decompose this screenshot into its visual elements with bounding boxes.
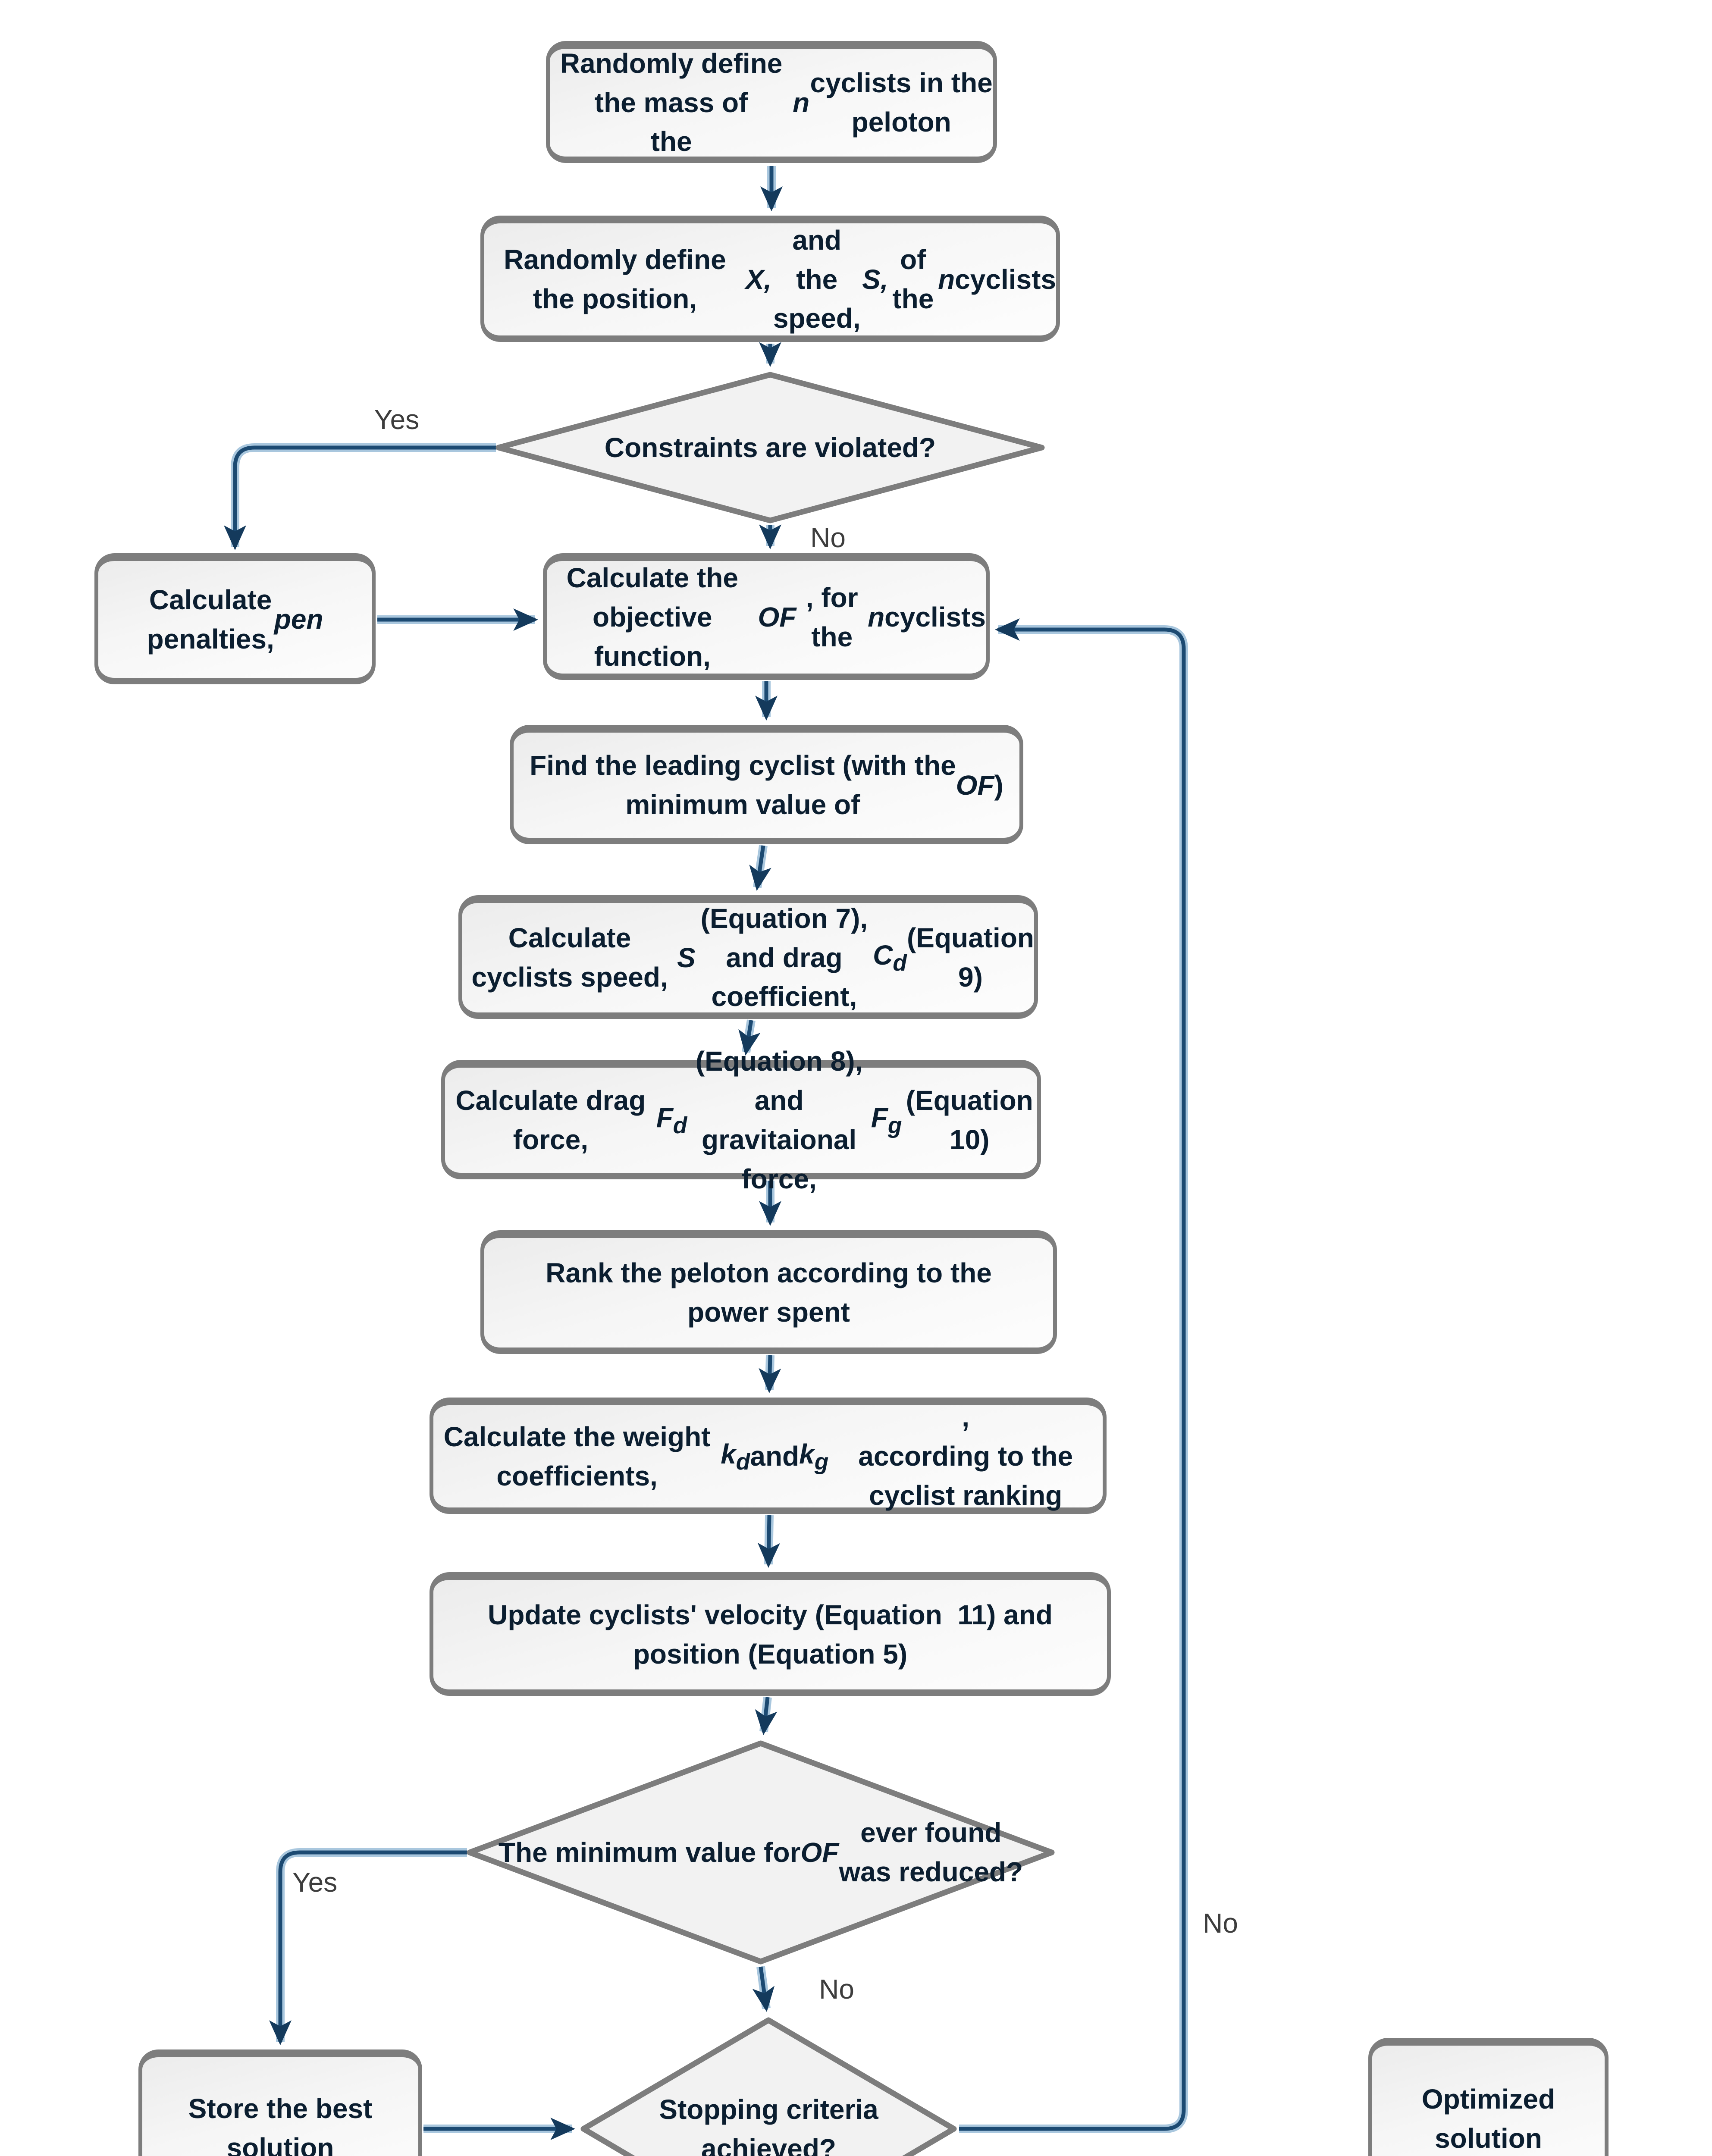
node-calculate-weight-coefficients: Calculate the weight coefficients, kd an… (430, 1398, 1107, 1514)
edge-minvalue-no-to-stopping (761, 1967, 766, 2009)
edge-rank-to-weights (769, 1355, 770, 1390)
decision-constraints-violated-label: Constraints are violated? (604, 432, 936, 463)
label-constraints-yes: Yes (374, 404, 420, 435)
edge-leading-to-speed (757, 846, 763, 887)
edge-weights-to-update (768, 1515, 769, 1564)
label-minvalue-no: No (819, 1974, 854, 2005)
label-minvalue-yes: Yes (292, 1867, 338, 1898)
decision-constraints-violated: Constraints are violated? (495, 371, 1045, 524)
edge-update-to-minvalue (764, 1697, 768, 1732)
node-calculate-speed-drag-coefficient: Calculate cyclists speed, S (Equation 7)… (458, 895, 1038, 1019)
node-update-velocity-position: Update cyclists' velocity (Equation 11) … (430, 1572, 1111, 1696)
node-calculate-drag-gravitational-force: Calculate drag force, Fd (Equation 8), a… (441, 1046, 1041, 1194)
label-constraints-no: No (810, 522, 846, 553)
edge-constraints-yes-to-penalties (235, 448, 496, 547)
label-stopping-no: No (1203, 1908, 1238, 1939)
